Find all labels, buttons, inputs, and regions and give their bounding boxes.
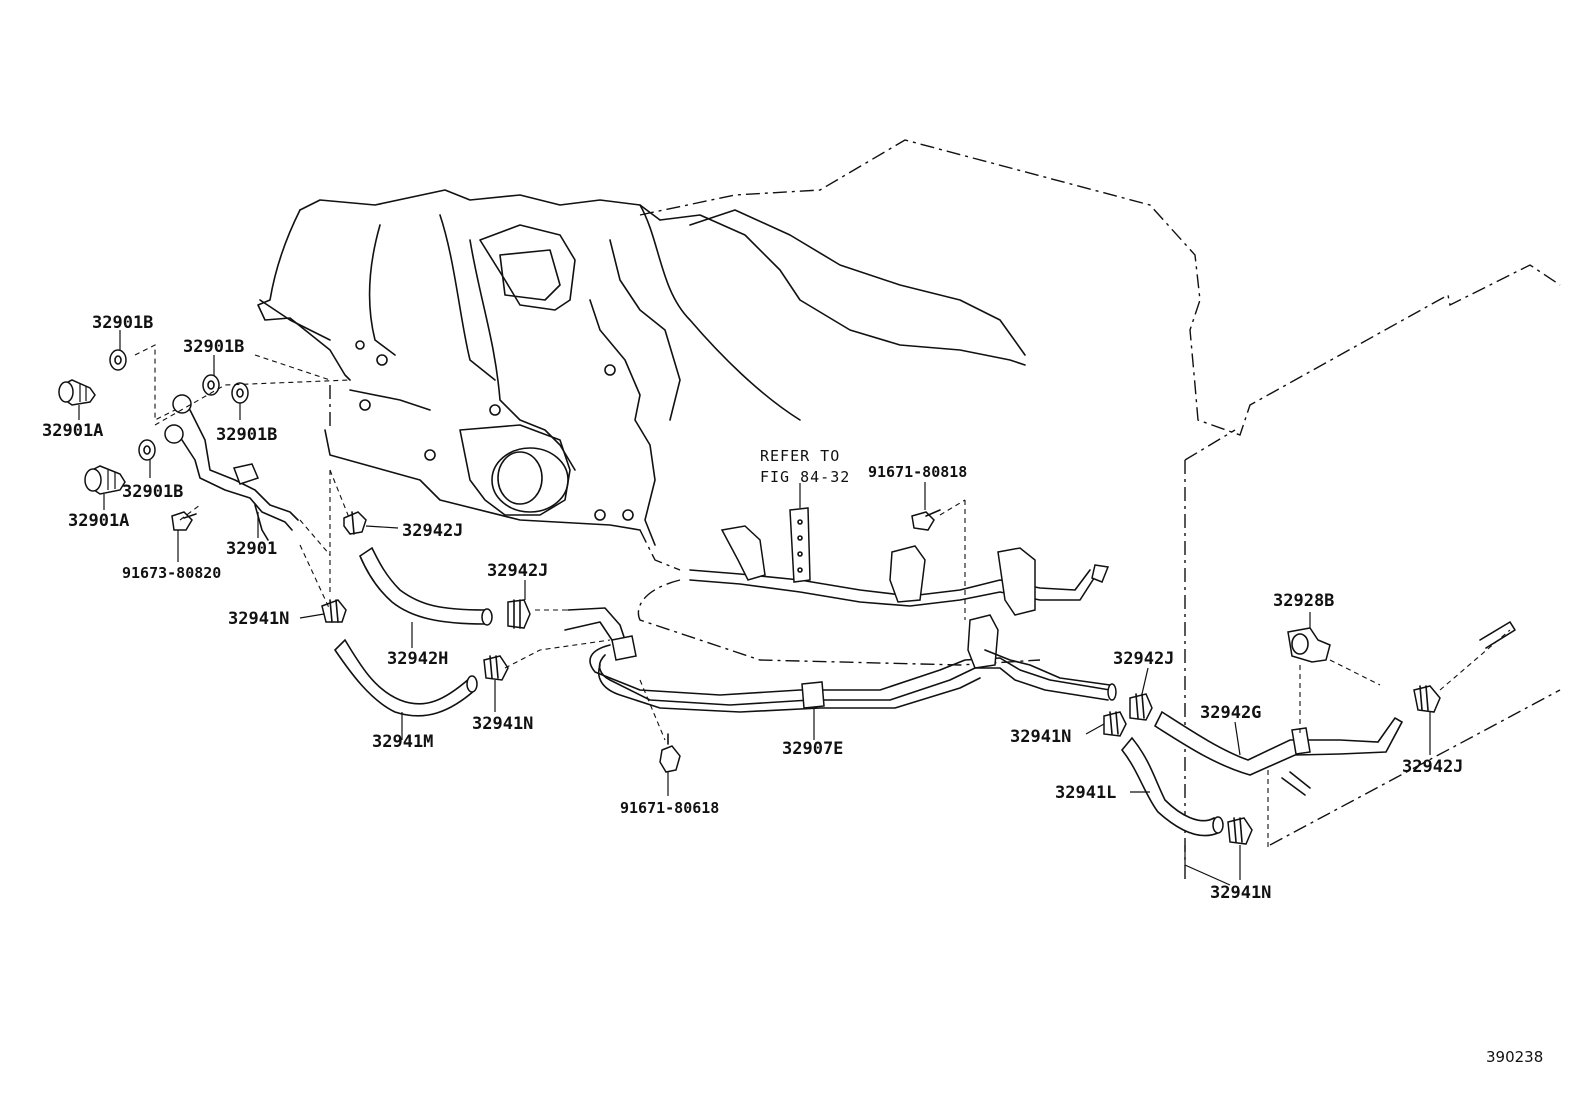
label-32941l: 32941L xyxy=(1055,783,1116,803)
label-32907e: 32907E xyxy=(782,739,843,759)
leader-lines xyxy=(78,330,1431,880)
label-32942g: 32942G xyxy=(1200,703,1261,723)
union-bolt-32901a-upper xyxy=(58,379,96,406)
alignment-lines-right xyxy=(1267,621,1516,850)
label-32901a-b: 32901A xyxy=(68,511,129,531)
label-32942h: 32942H xyxy=(387,649,448,669)
label-32901a-a: 32901A xyxy=(42,421,103,441)
gasket-washers xyxy=(109,349,249,461)
clamp-32928b xyxy=(1287,627,1331,663)
hose-32941m xyxy=(333,638,478,717)
clip-32942j-mid xyxy=(507,599,531,629)
bolt-91671-80818 xyxy=(911,509,941,531)
transmission-outline xyxy=(257,139,1561,886)
figure-number: 390238 xyxy=(1486,1048,1543,1066)
upper-pipe-bracket xyxy=(689,507,1110,616)
clip-32941n-right-lower xyxy=(1227,817,1253,845)
label-91671-80618: 91671-80618 xyxy=(620,799,719,817)
label-32941n-d: 32941N xyxy=(1210,883,1271,903)
hose-32942h xyxy=(359,546,493,626)
hose-32941l xyxy=(1120,736,1224,837)
label-32942j-d: 32942J xyxy=(1402,757,1463,777)
label-32901b-d: 32901B xyxy=(122,482,183,502)
label-32941n-a: 32941N xyxy=(228,609,289,629)
label-32941m: 32941M xyxy=(372,732,433,752)
clip-32942j-right-far xyxy=(1413,685,1441,713)
clip-32941n-mid xyxy=(483,655,509,681)
bolt-91673-80820 xyxy=(171,511,197,531)
label-91671-80818: 91671-80818 xyxy=(868,463,967,481)
alignment-lines-center xyxy=(639,499,966,741)
clip-32941n-left xyxy=(321,599,347,623)
label-32901b-c: 32901B xyxy=(216,425,277,445)
label-32942j-c: 32942J xyxy=(1113,649,1174,669)
label-32941n-b: 32941N xyxy=(472,714,533,734)
label-32901b-b: 32901B xyxy=(183,337,244,357)
union-bolt-32901a-lower xyxy=(84,465,126,495)
clip-32942j-right-upper xyxy=(1129,693,1153,721)
alignment-lines-left xyxy=(134,344,611,669)
reference-note-line1: REFER TO xyxy=(760,447,840,465)
label-32901: 32901 xyxy=(226,539,277,559)
cooler-pipe-32907e xyxy=(564,607,1117,713)
bolt-91671-80618 xyxy=(659,733,681,773)
label-32928b: 32928B xyxy=(1273,591,1334,611)
reference-note-line2: FIG 84-32 xyxy=(760,468,850,486)
hose-32942g xyxy=(1153,710,1404,776)
clip-32941n-right-upper xyxy=(1103,711,1127,737)
oil-cooler-tube-32901 xyxy=(164,394,299,541)
label-32942j-b: 32942J xyxy=(487,561,548,581)
label-32941n-c: 32941N xyxy=(1010,727,1071,747)
callout-labels: 32901B 32901B 32901B 32901B 32901A 32901… xyxy=(42,313,1543,1066)
label-32901b-a: 32901B xyxy=(92,313,153,333)
clip-32942j-left-upper xyxy=(343,511,367,535)
label-32942j-a: 32942J xyxy=(402,521,463,541)
label-91673-80820: 91673-80820 xyxy=(122,564,221,582)
